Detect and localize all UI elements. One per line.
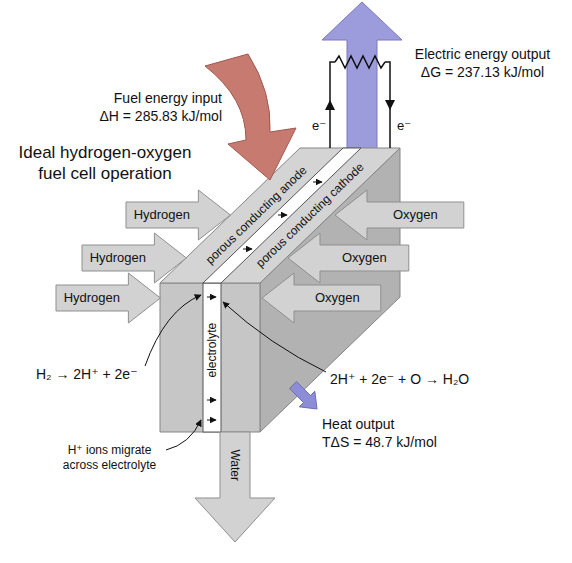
leader-line bbox=[166, 420, 201, 450]
diagram-title: Ideal hydrogen-oxygen fuel cell operatio… bbox=[8, 142, 202, 185]
oxygen-arrow: Oxygen bbox=[335, 190, 464, 240]
ion-arrow bbox=[207, 297, 216, 298]
water-arrow: Water bbox=[195, 432, 275, 542]
energy-label: Fuel energy input bbox=[114, 90, 222, 108]
block-arrow-shape bbox=[262, 273, 381, 323]
energy-value: ΔH = 285.83 kJ/mol bbox=[99, 108, 222, 126]
heat-output-arrow bbox=[290, 382, 318, 410]
energy-value: ΔG = 237.13 kJ/mol bbox=[400, 64, 565, 82]
resistor-symbol bbox=[335, 56, 385, 68]
energy-output-arrow bbox=[322, 2, 402, 165]
block-arrow-shape bbox=[56, 273, 160, 323]
node-text: Oxygen bbox=[393, 207, 438, 223]
electron-label: e⁻ bbox=[397, 118, 411, 134]
node-text: Water bbox=[228, 449, 242, 481]
node-text: Hydrogen bbox=[134, 207, 190, 223]
block-arrow-shape bbox=[195, 432, 275, 542]
energy-label: Electric energy output bbox=[400, 46, 565, 64]
cell-front-face bbox=[160, 283, 260, 432]
electron-arrow bbox=[385, 100, 395, 110]
block-arrow-shape bbox=[288, 233, 409, 283]
energy-label: Heat output bbox=[322, 416, 394, 434]
node-text: Oxygen bbox=[315, 290, 360, 306]
node-text: electrolyte bbox=[205, 323, 219, 378]
ion-arrow bbox=[313, 182, 322, 183]
energy-value: TΔS = 48.7 kJ/mol bbox=[322, 434, 437, 452]
annotation-note: H⁺ ions migrate across electrolyte bbox=[52, 443, 167, 473]
block-arrow-shape bbox=[335, 190, 464, 240]
reaction-equation: H₂ → 2H⁺ + 2e⁻ bbox=[36, 366, 138, 384]
electron-label: e⁻ bbox=[312, 118, 326, 134]
block-arrow-shape bbox=[195, 432, 275, 542]
block-arrow-shape bbox=[82, 233, 186, 283]
hydrogen-arrow: Hydrogen bbox=[126, 190, 230, 240]
ion-arrow bbox=[207, 400, 216, 401]
leader-line bbox=[223, 302, 326, 372]
node-text: Hydrogen bbox=[90, 250, 146, 266]
oxygen-arrow: Oxygen bbox=[288, 233, 409, 283]
ion-arrow bbox=[278, 215, 287, 216]
oxygen-arrow: Oxygen bbox=[262, 273, 381, 323]
leader-line bbox=[145, 295, 201, 366]
hydrogen-arrow: Hydrogen bbox=[82, 233, 186, 283]
block-arrow-shape bbox=[126, 190, 230, 240]
hydrogen-arrow: Hydrogen bbox=[56, 273, 160, 323]
reaction-equation: 2H⁺ + 2e⁻ + O → H₂O bbox=[330, 371, 469, 389]
electrolyte-strip: electrolyte bbox=[204, 318, 220, 383]
node-text: Oxygen bbox=[342, 250, 387, 266]
node-text: Hydrogen bbox=[64, 290, 120, 306]
electron-arrow bbox=[325, 100, 335, 110]
ion-arrow bbox=[243, 249, 252, 250]
ion-arrow bbox=[207, 420, 216, 421]
electrolyte-layer bbox=[203, 283, 221, 432]
